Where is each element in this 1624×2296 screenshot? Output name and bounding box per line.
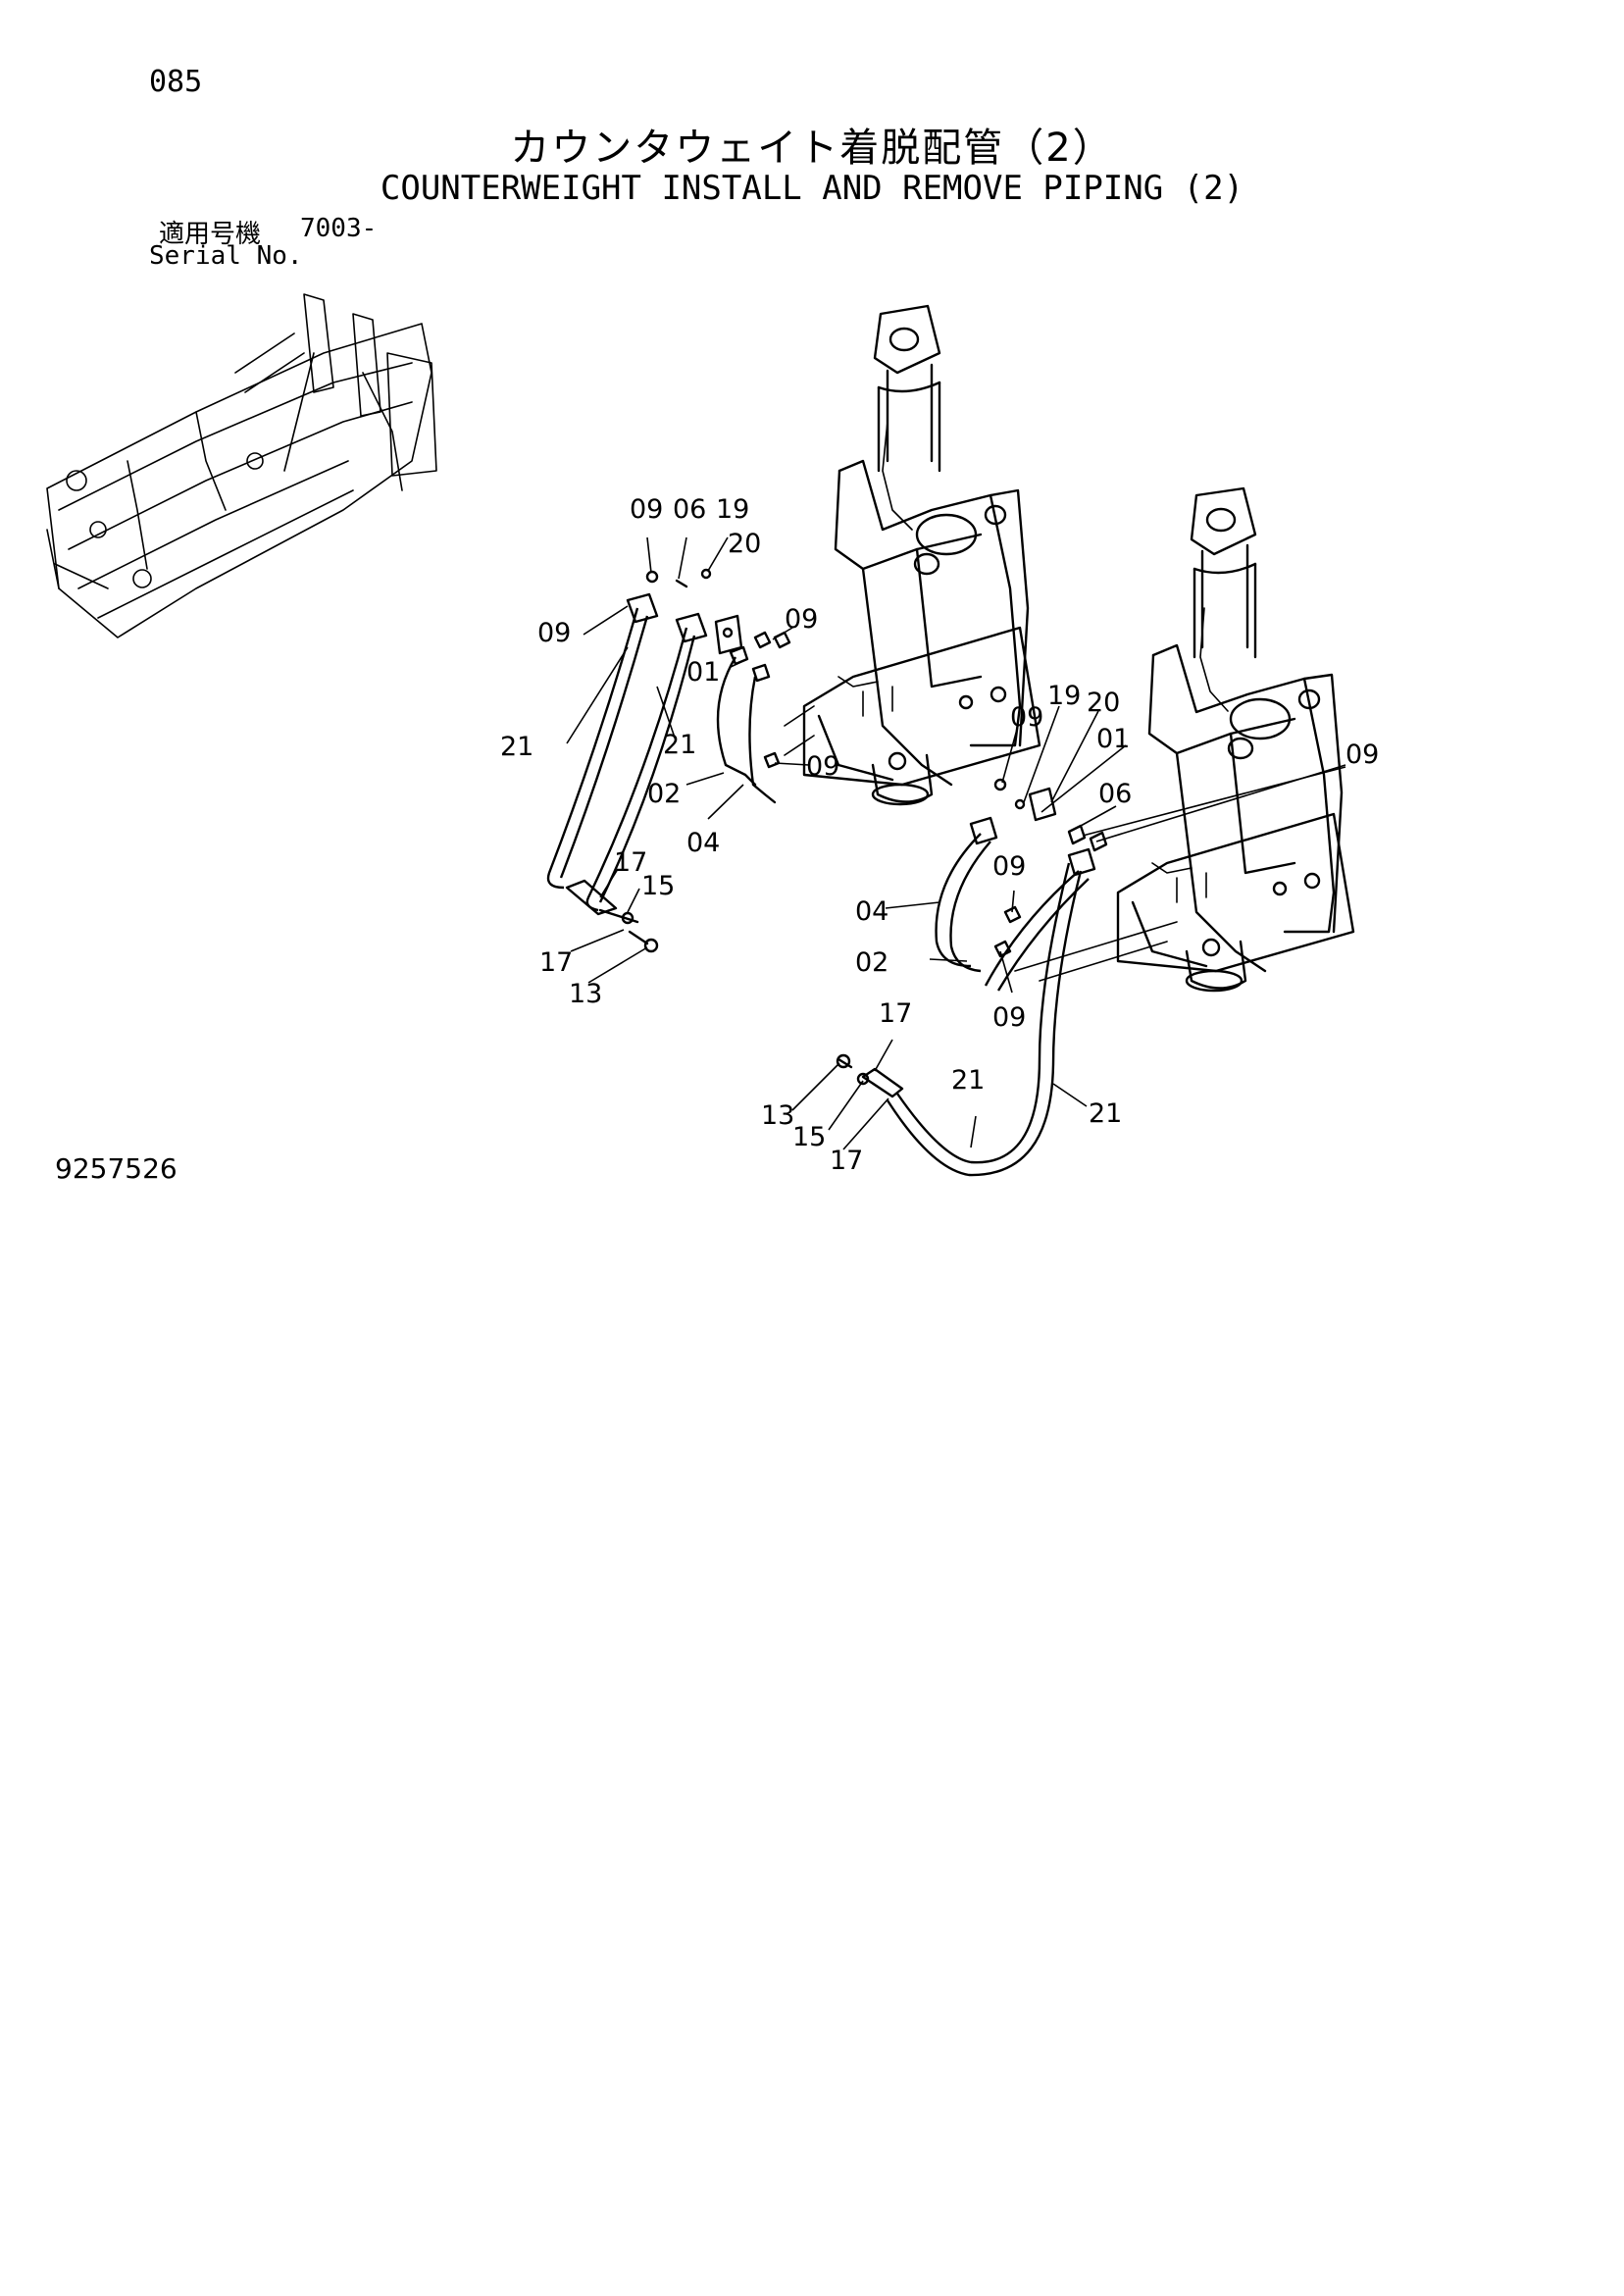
callout-label: 02 — [855, 947, 888, 978]
left-hose-set — [546, 568, 791, 953]
page-number: 085 — [149, 65, 203, 99]
callout-label: 09 — [537, 618, 571, 648]
right-cylinder-assembly — [1116, 486, 1355, 993]
serial-label-english: Serial No. — [149, 241, 303, 271]
callout-label: 09 — [806, 751, 839, 782]
serial-label-japanese: 適用号機 — [159, 220, 262, 249]
right-hose-set — [836, 778, 1178, 1177]
callout-label: 09 — [1010, 702, 1043, 733]
callout-label: 09 — [630, 494, 663, 525]
callout-label: 20 — [728, 529, 761, 559]
callout-label: 17 — [614, 847, 647, 878]
callout-label: 21 — [500, 732, 533, 762]
callout-label: 13 — [569, 979, 602, 1009]
machine-overview-thumbnail — [46, 293, 437, 638]
serial-range: 7003- — [300, 214, 378, 243]
page-title-japanese: カウンタウェイト着脱配管（2） — [510, 126, 1114, 171]
callout-labels: 09 06 19 20 09 09 01 21 21 02 09 04 17 1… — [500, 494, 1379, 1176]
callout-label: 04 — [686, 828, 720, 858]
callout-label: 09 — [785, 604, 818, 635]
drawing-number: 9257526 — [55, 1152, 178, 1185]
callout-label: 21 — [663, 730, 696, 760]
callout-label: 02 — [647, 779, 681, 809]
callout-label: 20 — [1087, 688, 1120, 718]
callout-label: 15 — [641, 871, 675, 901]
callout-label: 09 — [1345, 740, 1379, 770]
callout-label: 01 — [1096, 724, 1130, 754]
callout-label: 17 — [830, 1146, 863, 1176]
callout-label: 19 — [716, 494, 749, 525]
callout-label: 17 — [539, 947, 573, 978]
callout-leaders — [566, 536, 1346, 1150]
callout-label: 09 — [992, 1002, 1026, 1033]
callout-label: 06 — [673, 494, 706, 525]
callout-label: 21 — [951, 1065, 985, 1096]
page-title-english: COUNTERWEIGHT INSTALL AND REMOVE PIPING … — [380, 169, 1244, 208]
callout-label: 15 — [792, 1122, 826, 1152]
callout-label: 01 — [686, 657, 720, 688]
callout-label: 21 — [1089, 1098, 1122, 1129]
callout-label: 19 — [1047, 681, 1081, 711]
left-cylinder-assembly — [784, 304, 1041, 806]
callout-label: 06 — [1098, 779, 1132, 809]
callout-label: 13 — [761, 1100, 794, 1131]
callout-label: 09 — [992, 851, 1026, 882]
callout-label: 04 — [855, 896, 888, 927]
callout-label: 17 — [879, 998, 912, 1029]
